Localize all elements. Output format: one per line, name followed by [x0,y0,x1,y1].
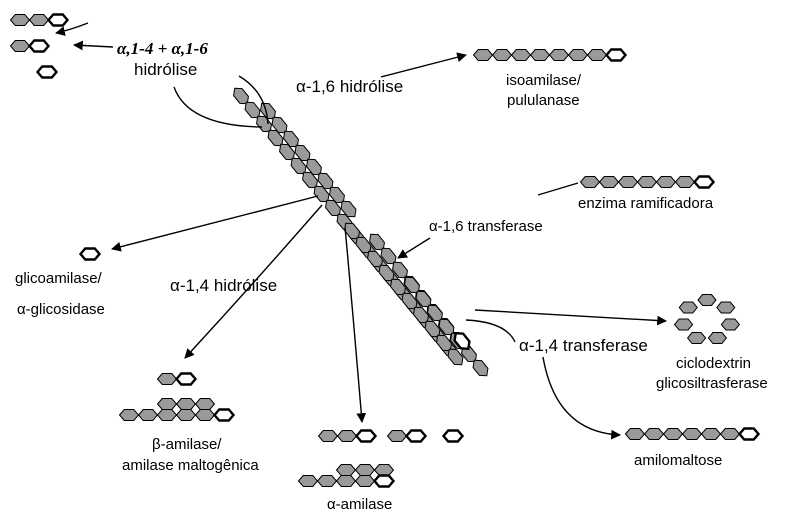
glucose-unit [529,49,551,61]
glucose-unit [674,176,696,188]
glucose-unit [510,49,532,61]
bond-a14-a16-label: α,1-4 + α,1-6 [117,39,208,58]
glucose-unit [737,427,761,441]
glucose-unit [335,464,357,476]
arrow-alfa-amilase [344,226,367,423]
isoamilase-label: isoamilase/ [506,72,582,89]
reaction-arrows [55,22,667,440]
glucose-unit [548,49,570,61]
glucose-unit [354,429,378,443]
glucose-unit [472,359,489,377]
glucose-unit [598,176,620,188]
arrow-to-small-products-2 [55,22,89,36]
enzima-ramificadora-label: enzima ramificadora [578,195,714,212]
curve-hidrolise [173,86,263,128]
glucose-unit [662,428,684,440]
glucose-unit [194,398,216,410]
glucose-unit [297,475,319,487]
glucose-unit [9,14,31,26]
glucose-unit [386,430,408,442]
glucose-unit [156,373,178,385]
arrow-beta-amilase [184,204,323,359]
glucose-unit [636,176,658,188]
glucose-unit [316,475,338,487]
glucose-unit [354,475,376,487]
glucose-unit [118,409,140,421]
glucose-unit [655,176,677,188]
glucose-unit [453,331,471,351]
curve-a14-transferase [465,319,516,343]
glucose-unit [643,428,665,440]
glucose-unit [617,176,639,188]
arrow-a16-transferase [397,237,431,259]
glucose-unit [174,372,198,386]
glucose-unit [720,318,741,331]
arrow-ciclodextrin [474,309,667,326]
glucose-unit [624,428,646,440]
glucose-unit [336,430,358,442]
glucose-unit [491,49,513,61]
glucose-unit [156,409,178,421]
glucose-unit [354,464,376,476]
beta-amilase-label: β-amilase/ [152,436,222,453]
glicoamilase-label: glicoamilase/ [15,270,102,287]
glucose-unit [78,247,102,261]
alfa-glicosidase-label: α-glicosidase [17,301,105,318]
curve-hidrolise-2 [238,75,269,125]
glucose-unit [156,398,178,410]
glucose-unit [27,39,51,53]
glucose-unit [719,428,741,440]
glucose-unit [697,294,717,306]
line-ramificadora [537,182,579,196]
arrow-isoamilase [380,52,467,78]
glucose-unit [9,40,31,52]
glucose-unit [447,348,464,366]
alfa-amilase-label: α-amilase [327,496,393,513]
glucose-unit [212,408,236,422]
a14-transferase-label: α-1,4 transferase [519,336,648,355]
glucose-unit [681,428,703,440]
glicosiltrasferase-label: glicosiltrasferase [656,375,768,392]
pululanase-label: pululanase [507,92,580,109]
glucose-unit [700,428,722,440]
a16-hidrolise-label: α-1,6 hidrólise [296,77,404,96]
glucose-unit [28,14,50,26]
hidrolise-label: hidrólise [134,60,198,79]
glucose-unit [441,429,465,443]
glucose-unit [579,176,601,188]
glucose-unit [673,318,694,331]
glucose-unit [567,49,589,61]
glucose-unit [692,175,716,189]
glucose-unit [404,429,428,443]
glucose-unit [46,13,70,27]
glucose-unit [716,301,736,314]
glucose-unit [194,409,216,421]
ciclodextrin-label: ciclodextrin [676,355,752,372]
arrow-amilomaltose [542,356,621,440]
glucose-unit [175,398,197,410]
arrow-glicoamilase [111,195,319,252]
arrow-to-small-products [73,40,114,51]
glucose-unit [586,49,608,61]
glucose-chains [9,13,761,488]
glucose-unit [175,409,197,421]
glucose-unit [335,475,357,487]
amilomaltose-label: amilomaltose [634,452,723,469]
glucose-unit [604,48,628,62]
a14-hidrolise-label: α-1,4 hidrólise [170,276,278,295]
glucose-unit [686,332,707,345]
glucose-unit [707,332,728,345]
glucose-unit [373,464,395,476]
glucose-unit [317,430,339,442]
glucose-unit [372,474,396,488]
glucose-unit [137,409,159,421]
glucose-unit [35,65,59,79]
amilase-maltogenica-label: amilase maltogênica [122,457,259,474]
glucose-unit [678,301,698,314]
glucose-unit [340,200,357,218]
glucose-unit [472,49,494,61]
a16-transferase-label: α-1,6 transferase [429,218,543,235]
